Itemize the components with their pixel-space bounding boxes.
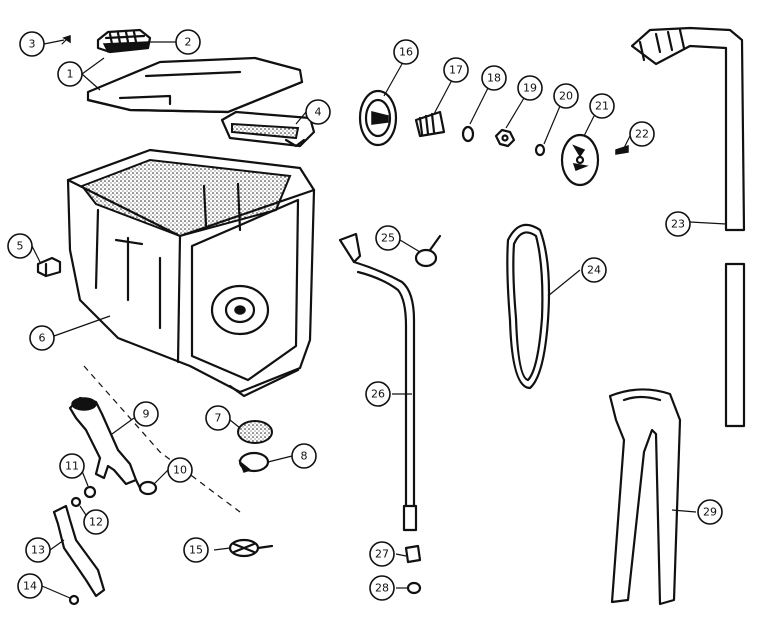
- callout-label: 18: [487, 72, 501, 85]
- callout-16: 16: [393, 39, 419, 65]
- callout-label: 22: [635, 128, 649, 141]
- callout-label: 2: [185, 36, 192, 49]
- callout-label: 26: [371, 388, 385, 401]
- callout-label: 12: [89, 516, 103, 529]
- callout-label: 11: [65, 460, 79, 473]
- part-8-hose-clamp: [238, 451, 270, 473]
- leader-lines: [31, 39, 727, 599]
- part-24-drive-belt: [506, 223, 551, 390]
- callout-28: 28: [369, 575, 395, 601]
- callout-8: 8: [291, 443, 317, 469]
- callout-23: 23: [665, 211, 691, 237]
- part-20-small-washer: [534, 143, 546, 157]
- callout-5: 5: [7, 233, 33, 259]
- part-21-pulley: [560, 133, 600, 187]
- part-28-clip: [406, 581, 422, 595]
- callout-label: 24: [587, 264, 601, 277]
- callout-14: 14: [17, 573, 43, 599]
- callout-label: 5: [17, 240, 24, 253]
- part-13-drain-hose: [52, 504, 106, 598]
- callout-26: 26: [365, 381, 391, 407]
- part-1-lid: [86, 56, 304, 114]
- callout-label: 20: [559, 90, 573, 103]
- part-29-tongs: [608, 388, 682, 606]
- callout-label: 27: [375, 548, 389, 561]
- part-7-filter-screen: [237, 420, 273, 444]
- part-19-nut: [494, 128, 516, 148]
- callout-18: 18: [481, 65, 507, 91]
- callout-13: 13: [25, 537, 51, 563]
- part-18-washer: [461, 125, 475, 143]
- part-6-tub: [66, 148, 316, 398]
- callout-label: 9: [143, 408, 150, 421]
- part-2-control-knob: [96, 28, 152, 54]
- callout-2: 2: [175, 29, 201, 55]
- part-14-hose-clip: [68, 594, 80, 606]
- callout-label: 25: [381, 232, 395, 245]
- callout-3: 3: [19, 31, 45, 57]
- part-3-small-screw: [62, 34, 71, 44]
- part-4-handle: [220, 110, 316, 148]
- part-17-shaft: [414, 110, 446, 138]
- callout-label: 15: [189, 544, 203, 557]
- callout-label: 14: [23, 580, 37, 593]
- callout-label: 29: [703, 506, 717, 519]
- part-12-o-ring: [70, 496, 82, 508]
- part-9-pump-housing: [68, 396, 138, 486]
- callout-label: 3: [29, 38, 36, 51]
- part-11-washer: [83, 485, 97, 499]
- callout-label: 17: [449, 64, 463, 77]
- callout-label: 6: [39, 332, 46, 345]
- part-23-fill-hose: [630, 26, 746, 428]
- callout-17: 17: [443, 57, 469, 83]
- callout-25: 25: [375, 225, 401, 251]
- callout-10: 10: [167, 457, 193, 483]
- callout-7: 7: [205, 405, 231, 431]
- callout-15: 15: [183, 537, 209, 563]
- callout-12: 12: [83, 509, 109, 535]
- part-27-cap: [404, 544, 422, 564]
- callout-label: 16: [399, 46, 413, 59]
- callout-label: 13: [31, 544, 45, 557]
- part-5-small-clip: [36, 256, 62, 278]
- callout-1: 1: [57, 61, 83, 87]
- part-10-small-fitting: [134, 478, 158, 496]
- callout-label: 28: [375, 582, 389, 595]
- part-16-seal-disc: [358, 89, 398, 147]
- callout-label: 19: [523, 82, 537, 95]
- callout-11: 11: [59, 453, 85, 479]
- callout-6: 6: [29, 325, 55, 351]
- callout-20: 20: [553, 83, 579, 109]
- callout-24: 24: [581, 257, 607, 283]
- callout-27: 27: [369, 541, 395, 567]
- callout-label: 23: [671, 218, 685, 231]
- callout-label: 1: [67, 68, 74, 81]
- callout-22: 22: [629, 121, 655, 147]
- part-15-impeller: [228, 538, 274, 558]
- callout-label: 7: [215, 412, 222, 425]
- callout-label: 10: [173, 464, 187, 477]
- callout-29: 29: [697, 499, 723, 525]
- part-26-siphon-tube: [338, 232, 418, 532]
- part-25-clip: [414, 234, 442, 268]
- callout-label: 8: [301, 450, 308, 463]
- callout-9: 9: [133, 401, 159, 427]
- callout-label: 4: [315, 106, 322, 119]
- part-22-set-screw: [615, 144, 629, 155]
- callout-21: 21: [589, 93, 615, 119]
- callout-4: 4: [305, 99, 331, 125]
- callout-19: 19: [517, 75, 543, 101]
- callout-label: 21: [595, 100, 609, 113]
